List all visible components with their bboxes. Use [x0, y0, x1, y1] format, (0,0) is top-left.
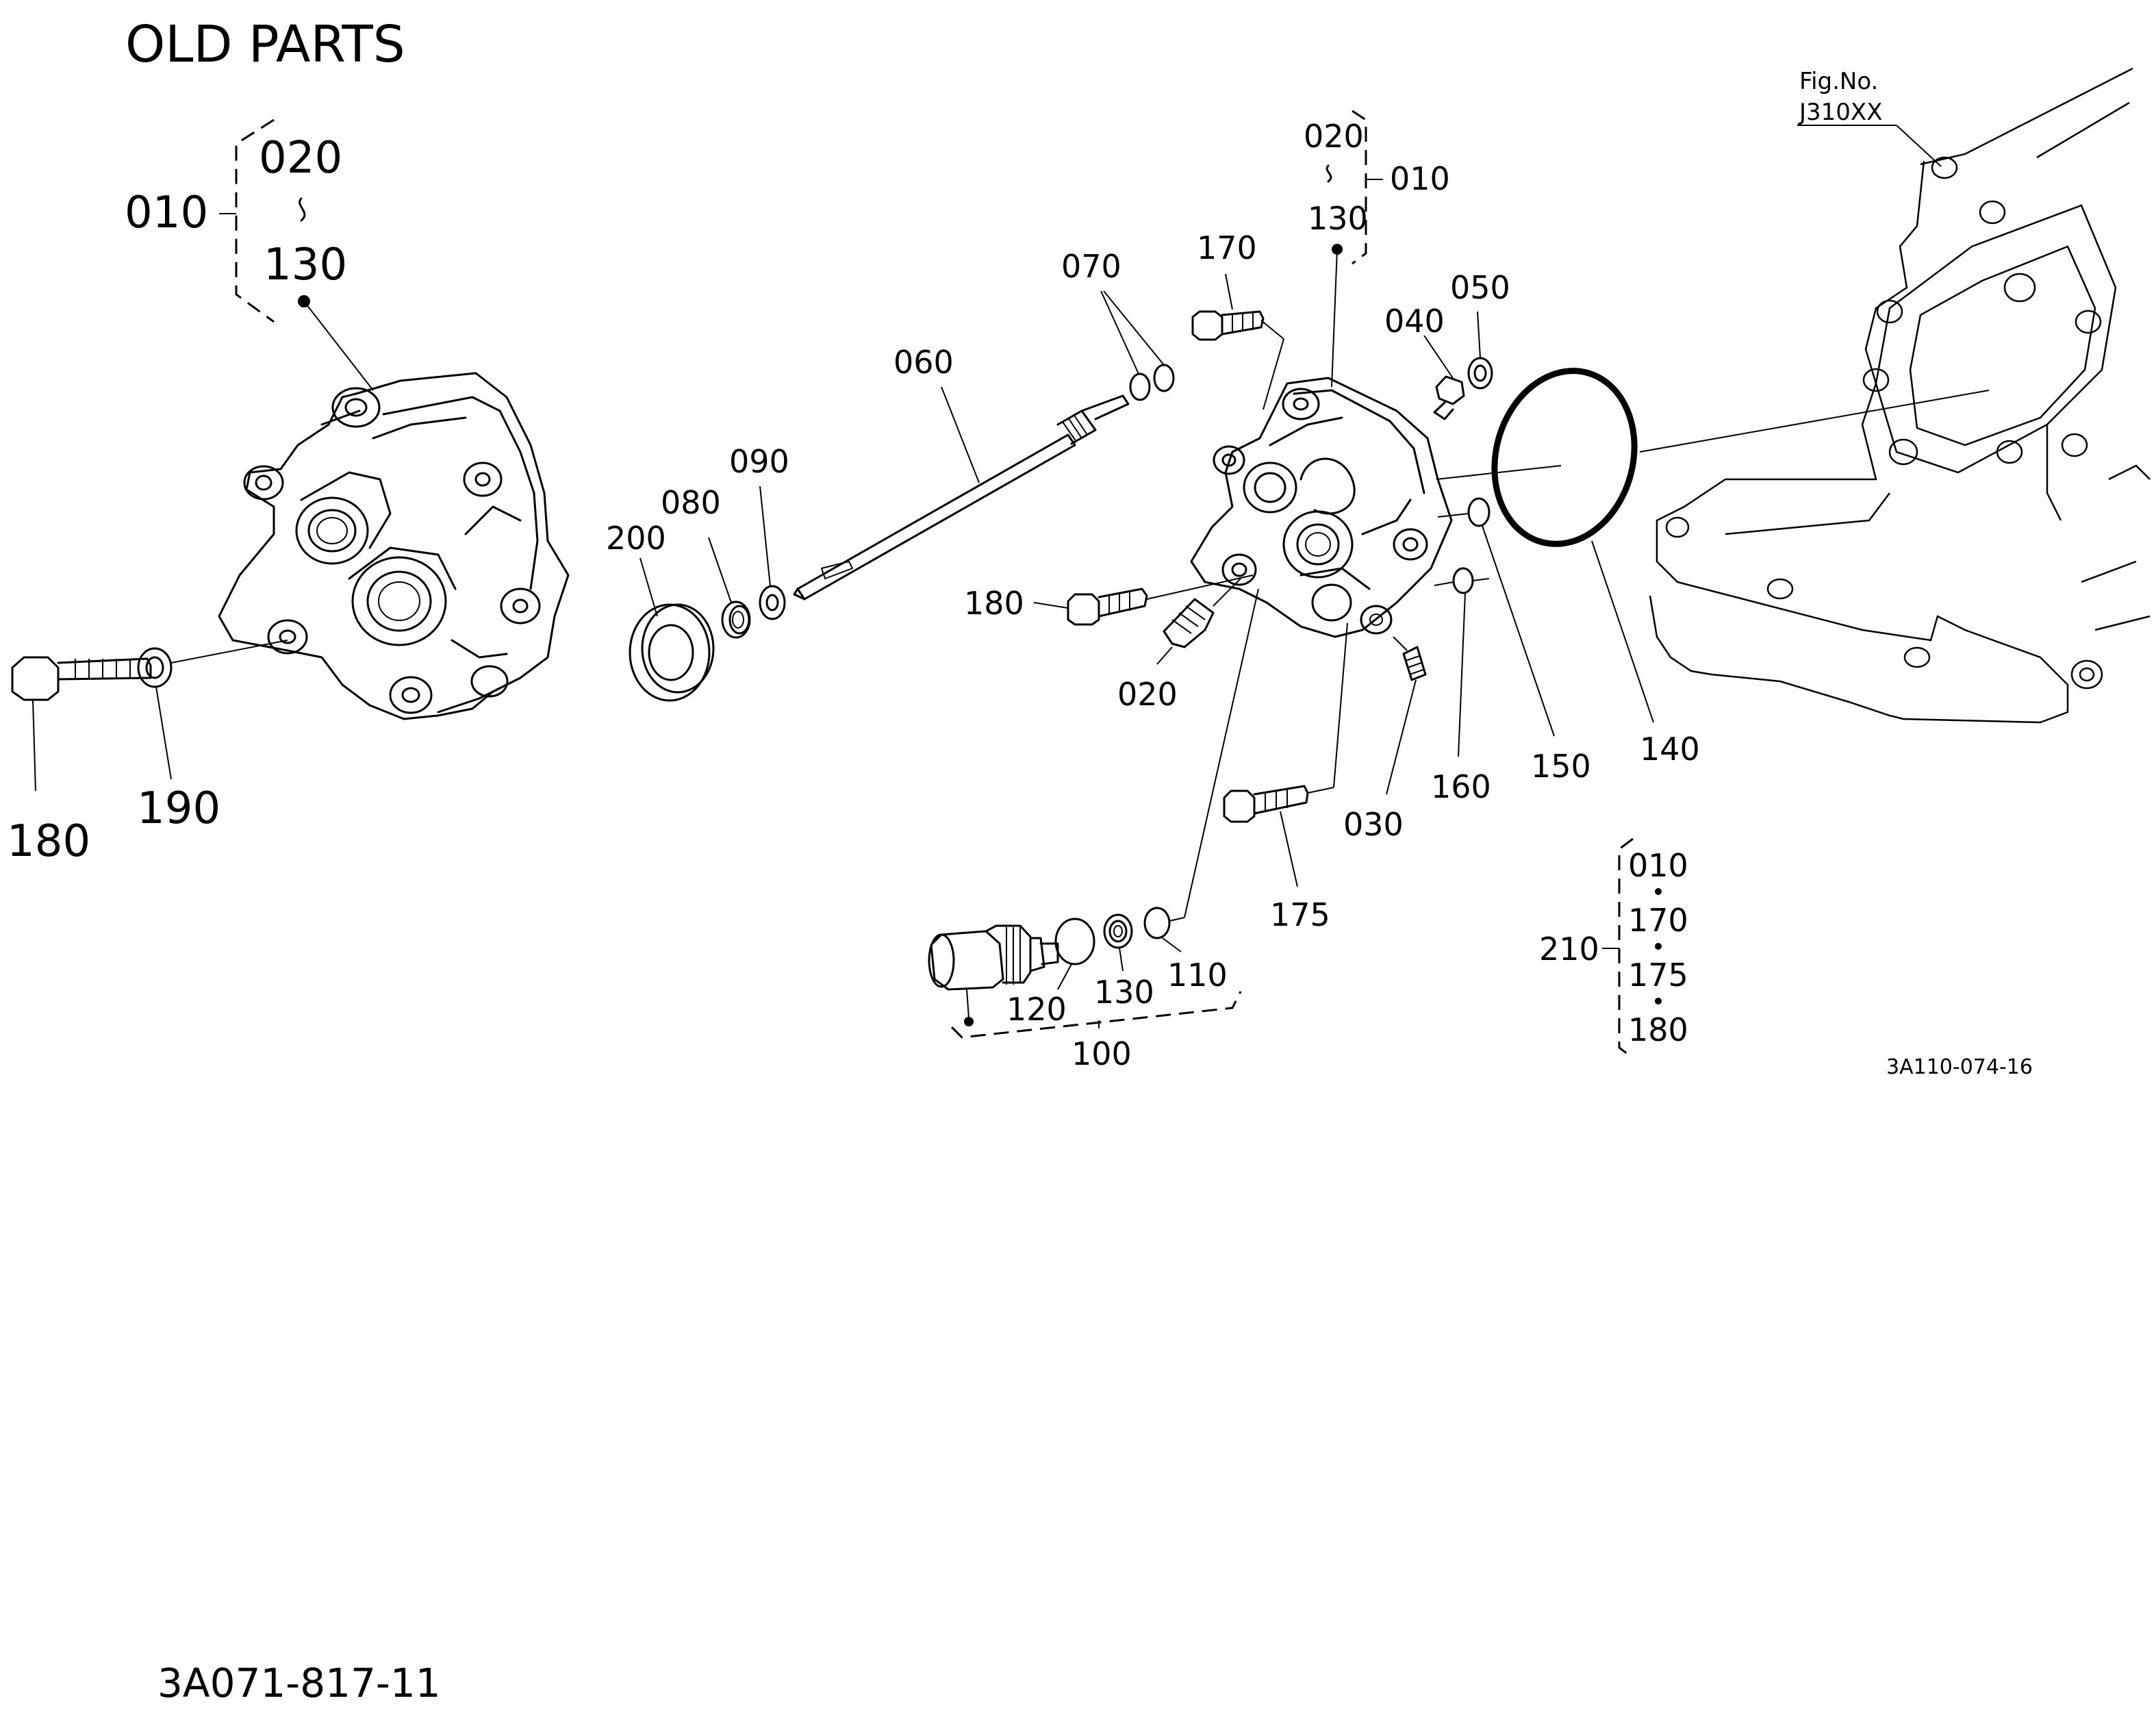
callout-080: 080 [661, 484, 721, 521]
left-cover-housing [218, 372, 570, 720]
callout-090: 090 [729, 443, 789, 480]
washer-090: 090 [729, 443, 789, 620]
callout-060: 060 [893, 344, 954, 381]
callout-030: 030 [1343, 806, 1404, 843]
left-group-bracket: 010 020 130 [125, 118, 374, 391]
right-group-bracket: 020 130 010 [1304, 110, 1450, 388]
callout-175: 175 [1270, 896, 1330, 933]
part-code: 3A071-817-11 [157, 1660, 441, 1706]
kit-item-170: 170 [1628, 902, 1688, 939]
page-title: OLD PARTS [125, 15, 405, 74]
callout-130: 130 [1094, 974, 1154, 1011]
kit-label: 210 [1539, 931, 1599, 968]
callout-170: 170 [1197, 229, 1257, 266]
left-range-from: 020 [259, 133, 342, 184]
o-ring-150: 150 [1437, 497, 1591, 785]
left-washer-190: 190 [137, 640, 288, 834]
kit-item-175: 175 [1628, 957, 1688, 994]
right-range-to: 130 [1308, 200, 1368, 237]
callout-020: 020 [1117, 676, 1178, 713]
left-range-to: 130 [264, 240, 347, 290]
figure-reference: Fig.No. J310XX [1797, 68, 1942, 167]
washer-130: 130 [1094, 913, 1154, 1011]
callout-180: 180 [964, 585, 1024, 622]
callout-120: 120 [1006, 991, 1067, 1028]
left-bolt-label: 180 [7, 816, 90, 867]
right-range-tilde [1326, 164, 1332, 183]
o-ring-120: 120 [1006, 918, 1095, 1028]
relief-valve-100: 100 [928, 924, 1242, 1072]
left-washer-label: 190 [137, 783, 220, 834]
washer-080: 080 [661, 484, 751, 639]
kit-210-bracket: 210 010 170 175 180 [1539, 837, 1688, 1059]
left-bolt-180: 180 [7, 656, 152, 867]
bolt-170: 170 [1191, 229, 1284, 410]
drawing-code: 3A110-074-16 [1886, 1055, 2033, 1079]
callout-070: 070 [1061, 248, 1121, 285]
right-range-from: 020 [1304, 118, 1364, 155]
callout-110: 110 [1167, 957, 1228, 994]
bolt-180: 180 [964, 574, 1254, 626]
transmission-case [1639, 67, 2151, 724]
o-ring-160: 160 [1431, 567, 1491, 805]
o-ring-140: 140 [1436, 368, 1700, 768]
right-group-label: 010 [1390, 160, 1450, 197]
callout-040: 040 [1384, 303, 1445, 340]
seal-200: 200 [606, 520, 715, 702]
o-ring-110: 110 [1143, 588, 1259, 994]
callout-140: 140 [1640, 731, 1700, 768]
kit-item-180: 180 [1628, 1011, 1688, 1048]
callout-150: 150 [1531, 748, 1591, 785]
left-group-label: 010 [125, 188, 208, 238]
shaft-060: 060 [793, 344, 1130, 601]
callout-100: 100 [1071, 1035, 1132, 1072]
o-rings-070: 070 [1061, 248, 1175, 401]
callout-200: 200 [606, 520, 666, 557]
washer-050: 050 [1450, 269, 1510, 390]
right-cover-housing [1190, 377, 1453, 638]
plug-040: 040 [1384, 303, 1465, 420]
kit-item-010: 010 [1628, 847, 1688, 884]
callout-050: 050 [1450, 269, 1510, 306]
left-range-tilde [299, 197, 306, 222]
callout-160: 160 [1431, 768, 1491, 805]
bolt-175: 175 [1223, 622, 1348, 933]
plug-020: 020 [1117, 578, 1241, 713]
fig-no-value: J310XX [1798, 99, 1883, 126]
fig-no-label: Fig.No. [1799, 68, 1878, 95]
plug-030: 030 [1343, 636, 1427, 843]
